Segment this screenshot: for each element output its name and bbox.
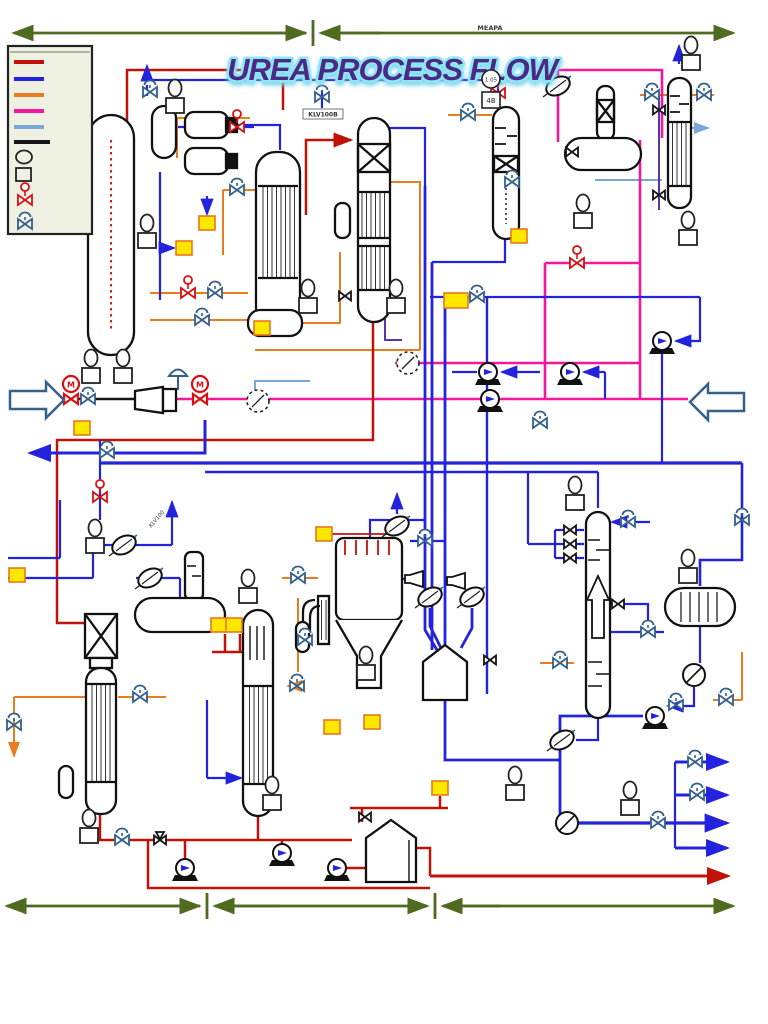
svg-text:1.05: 1.05 [485,78,498,84]
flash-column [595,84,616,142]
product-hopper [421,643,469,702]
symbols-layer: M M [6,35,750,882]
ejectors [404,570,466,590]
svg-text:4B: 4B [486,97,495,105]
evaporator-2 [241,608,275,818]
equipment-layer [57,76,737,884]
lp-separator-drum [133,596,227,634]
hp-stripper [254,150,302,330]
vacuum-tube-exchanger [301,594,331,646]
right-inlet-arrow [688,380,746,424]
autoclave-2 [183,146,239,176]
motor-valve-1: M [61,374,81,407]
legend-box [6,44,94,236]
flash-drum [563,136,643,172]
sample-points [8,215,528,796]
evaporator-1 [83,612,119,816]
lp-column-stack [183,550,205,602]
page-title: UREA PROCESS FLOW [227,52,560,87]
desorber-column [584,510,612,720]
prilling-tower [86,113,136,357]
urea-reactor [356,116,392,324]
relief-valve [168,368,188,391]
buffer-drum [663,586,737,628]
reactor-scrubber [491,105,521,241]
svg-text:KLV100B: KLV100B [308,112,338,119]
texts: MEAPA UREA PROCESS FLOW KLV100B 1.05 4B … [148,24,564,529]
valve-tag-klv100b: KLV100B [302,108,344,120]
io-arrows [8,378,746,424]
scrubber-tag: 1.05 4B [481,69,501,109]
motor-valve-label: M [196,381,204,390]
legend-equipment-square [15,167,32,182]
feed-compressor [133,385,178,415]
reflux-capsule [333,201,352,240]
legend-instrument-circle [15,149,33,165]
blower-tag: KLV100 [148,509,166,529]
motor-valve-2: M [190,374,210,407]
feed-capsule [150,104,178,160]
header-label: MEAPA [477,24,502,32]
pipes-red [55,68,731,890]
dimension-lines [4,20,736,919]
overhead-condenser [666,76,693,210]
left-inlet-arrow [8,378,66,422]
storage-tank [364,818,418,884]
motor-valve-label: M [67,381,75,390]
left-small-capsule [57,764,75,800]
